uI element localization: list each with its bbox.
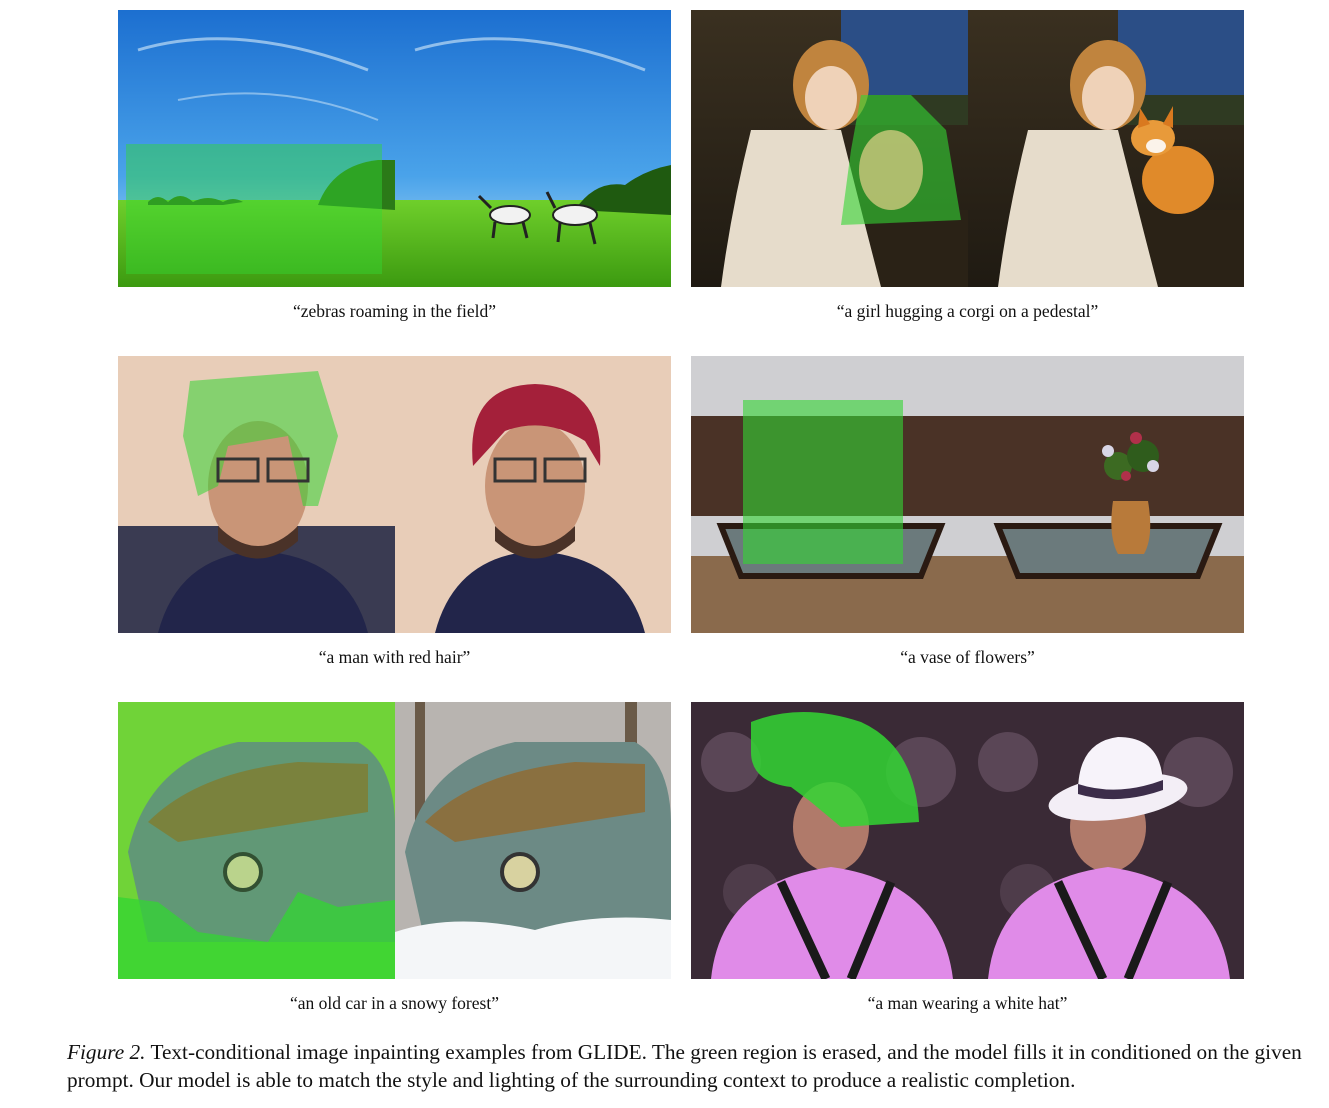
model-completion bbox=[968, 10, 1244, 287]
original-with-mask bbox=[691, 10, 968, 287]
model-completion bbox=[968, 356, 1244, 633]
original-with-mask bbox=[691, 702, 968, 979]
prompt-caption: “an old car in a snowy forest” bbox=[290, 993, 499, 1013]
example-zebras-image-pair bbox=[118, 10, 671, 287]
original-with-mask bbox=[118, 702, 395, 979]
prompt-caption: “zebras roaming in the field” bbox=[292, 301, 497, 321]
example-white-hat-image-pair bbox=[691, 702, 1244, 979]
model-completion bbox=[395, 10, 671, 287]
erased-region-mask bbox=[183, 371, 338, 506]
figure-caption: Figure 2. Text-conditional image inpaint… bbox=[67, 1038, 1307, 1094]
prompt-caption: “a man wearing a white hat” bbox=[867, 993, 1068, 1013]
example-car-image-pair bbox=[118, 702, 671, 979]
figure-caption-text: Text-conditional image inpainting exampl… bbox=[67, 1040, 1302, 1092]
original-with-mask bbox=[118, 356, 395, 633]
example-red-hair-image-pair bbox=[118, 356, 671, 633]
original-with-mask bbox=[118, 10, 395, 287]
erased-region-mask bbox=[751, 712, 919, 827]
figure-label: Figure 2. bbox=[67, 1040, 146, 1064]
erased-region-mask bbox=[743, 400, 903, 564]
erased-region-mask bbox=[118, 892, 395, 979]
prompt-caption: “a girl hugging a corgi on a pedestal” bbox=[836, 301, 1099, 321]
prompt-caption: “a vase of flowers” bbox=[900, 647, 1035, 667]
model-completion bbox=[395, 702, 671, 979]
model-completion bbox=[968, 702, 1244, 979]
model-completion bbox=[395, 356, 671, 633]
prompt-caption: “a man with red hair” bbox=[318, 647, 471, 667]
erased-region-mask bbox=[126, 144, 382, 274]
example-vase-image-pair bbox=[691, 356, 1244, 633]
example-corgi-image-pair bbox=[691, 10, 1244, 287]
original-with-mask bbox=[691, 356, 968, 633]
